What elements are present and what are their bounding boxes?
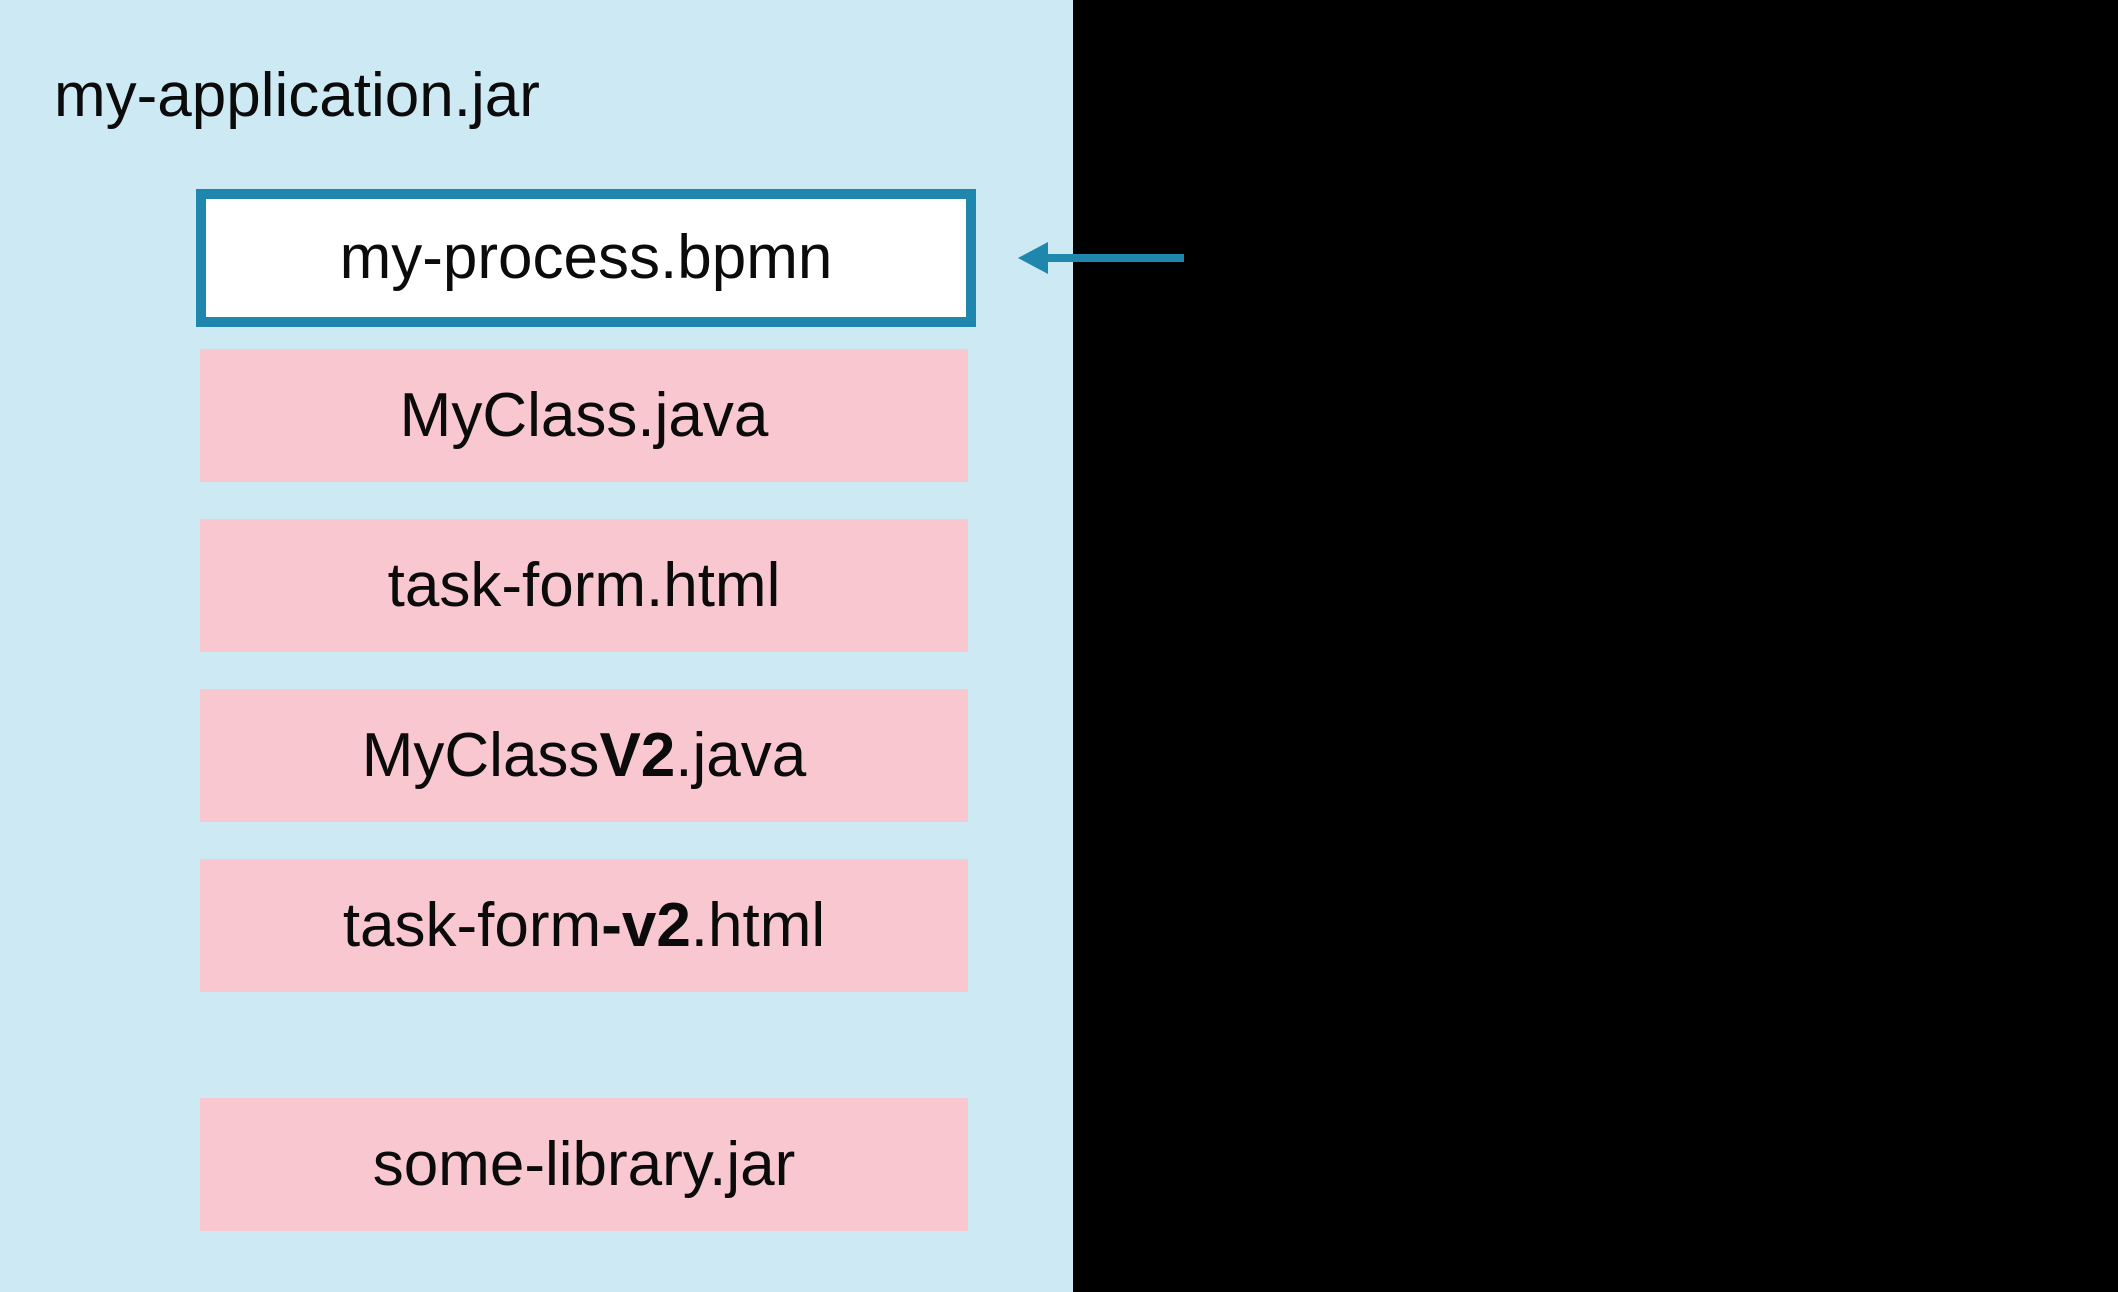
resource-box-myclass-v2-java: MyClassV2.java [200,689,968,822]
resource-box-task-form-html: task-form.html [200,519,968,652]
application-jar-container: my-application.jar my-process.bpmn MyCla… [0,0,1073,1292]
resource-box-task-form-v2-html: task-form-v2.html [200,859,968,992]
resource-box-some-library-jar: some-library.jar [200,1098,968,1231]
left-arrow-icon [1018,242,1184,274]
file-label: task-form.html [387,550,781,620]
file-label: some-library.jar [372,1129,796,1199]
file-label: my-process.bpmn [339,223,833,292]
resource-box-myclass-java: MyClass.java [200,349,968,482]
file-box-my-process-bpmn: my-process.bpmn [196,189,976,327]
file-label: MyClass.java [399,380,769,450]
file-label: MyClassV2.java [361,720,807,790]
file-label: task-form-v2.html [342,890,826,960]
container-title: my-application.jar [54,61,540,130]
